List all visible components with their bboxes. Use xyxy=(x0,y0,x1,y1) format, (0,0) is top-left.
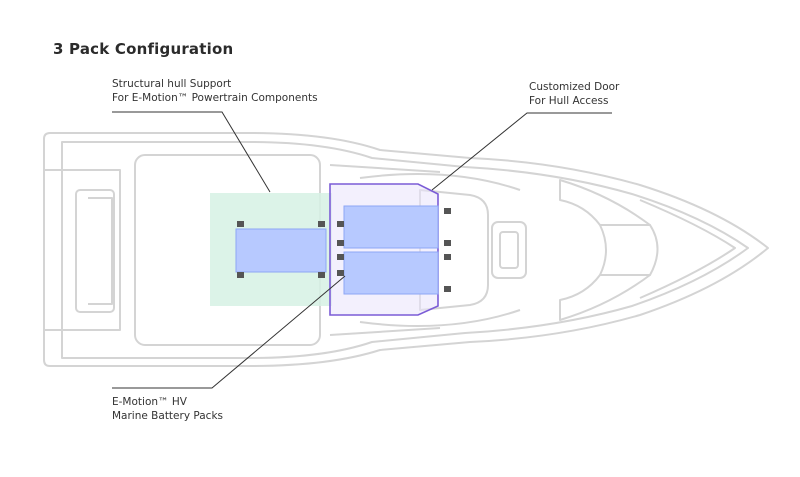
customized-door xyxy=(329,183,439,316)
mount-bracket xyxy=(337,254,344,260)
helm-console xyxy=(419,189,489,311)
callout-structural-support: Structural hull Support For E-Motion™ Po… xyxy=(112,77,318,105)
battery-packs xyxy=(235,205,439,295)
mount-bracket xyxy=(444,254,451,260)
mount-bracket xyxy=(237,272,244,278)
callout-line: E-Motion™ HV xyxy=(112,396,187,408)
hull-inner xyxy=(61,141,749,359)
battery-pack-1 xyxy=(235,228,327,273)
hull-outer xyxy=(43,132,769,367)
transom-left-step xyxy=(44,169,121,331)
mount-bracket xyxy=(444,286,451,292)
leader-structural xyxy=(112,111,271,193)
callout-line: For Hull Access xyxy=(529,95,609,107)
windshield-arc xyxy=(359,173,521,327)
deck-line-upper xyxy=(329,164,441,173)
mount-bracket xyxy=(318,221,325,227)
engine-well xyxy=(88,197,113,305)
mount-brackets xyxy=(237,208,451,292)
mount-bracket xyxy=(318,272,325,278)
leader-battery xyxy=(112,275,346,389)
callout-line: Marine Battery Packs xyxy=(112,410,223,422)
callout-line: For E-Motion™ Powertrain Components xyxy=(112,92,318,104)
mount-bracket xyxy=(444,240,451,246)
mount-bracket xyxy=(444,208,451,214)
bow-locker xyxy=(599,224,659,276)
mount-bracket xyxy=(337,221,344,227)
battery-pack-3 xyxy=(343,251,439,295)
callout-customized-door: Customized Door For Hull Access xyxy=(529,80,619,108)
battery-pack-2 xyxy=(343,205,439,249)
helm-display xyxy=(499,231,519,269)
mount-bracket xyxy=(337,270,344,276)
helm-seat xyxy=(491,221,527,279)
callout-line: Structural hull Support xyxy=(112,78,232,90)
leader-door xyxy=(431,112,612,191)
hull-outline xyxy=(43,132,769,367)
deck-line-lower xyxy=(329,327,441,336)
mount-bracket xyxy=(237,221,244,227)
swim-platform xyxy=(75,189,115,313)
callout-line: Customized Door xyxy=(529,81,620,93)
leader-lines xyxy=(112,111,612,389)
page-title: 3 Pack Configuration xyxy=(53,40,234,58)
bow-rail xyxy=(639,199,736,299)
mount-bracket xyxy=(337,240,344,246)
callout-battery-packs: E-Motion™ HV Marine Battery Packs xyxy=(112,395,223,423)
